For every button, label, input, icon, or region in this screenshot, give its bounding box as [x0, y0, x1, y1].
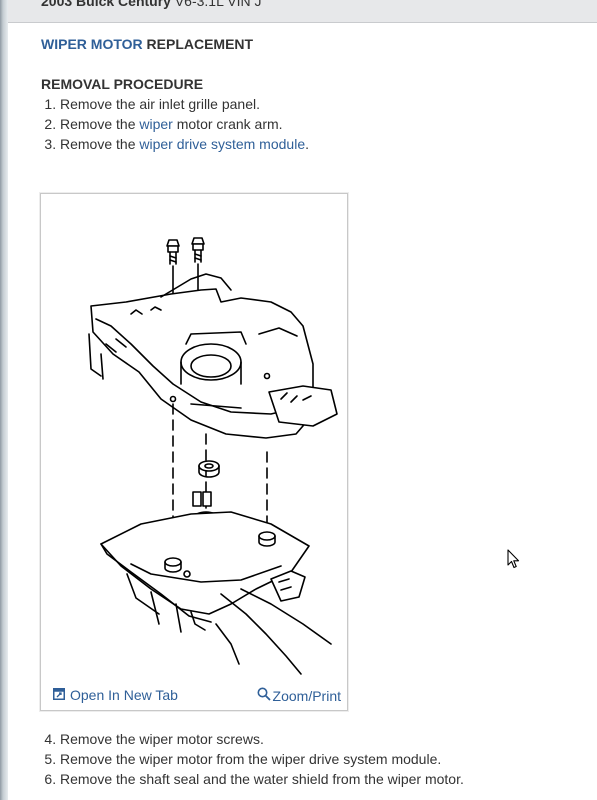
wiper-motor-diagram-figure: Open In New Tab Zoom/Print: [40, 193, 348, 711]
shaft-seal: [198, 460, 220, 478]
step-4: Remove the wiper motor screws.: [60, 729, 581, 749]
step-1-text: Remove the air inlet grille panel.: [60, 96, 260, 112]
wiper-motor-exploded-diagram: [88, 237, 338, 675]
vehicle-title: 2003 Buick Century V6-3.1L VIN J: [41, 0, 261, 9]
procedure-title: REMOVAL PROCEDURE: [41, 76, 204, 92]
section-title-rest: REPLACEMENT: [142, 36, 254, 52]
open-in-new-tab-button[interactable]: Open In New Tab: [53, 687, 178, 703]
section-title: WIPER MOTOR REPLACEMENT: [41, 34, 581, 54]
step-2-text-pre: Remove the: [60, 116, 140, 132]
step-2-text-post: motor crank arm.: [172, 116, 283, 132]
step-5: Remove the wiper motor from the wiper dr…: [60, 749, 581, 769]
zoom-print-label: Zoom/Print: [272, 687, 341, 704]
open-new-tab-icon: [53, 687, 65, 703]
article-content: WIPER MOTOR REPLACEMENT REMOVAL PROCEDUR…: [41, 34, 581, 154]
step-3-text-post: .: [305, 136, 309, 152]
alignment-lines: [172, 403, 268, 555]
window-left-edge: [0, 0, 8, 800]
removal-steps-list-2: Remove the wiper motor screws. Remove th…: [41, 729, 581, 789]
open-in-new-tab-label: Open In New Tab: [70, 687, 178, 703]
vehicle-model: 2003 Buick Century: [41, 0, 171, 9]
step-3-text-pre: Remove the: [60, 136, 140, 152]
removal-steps-continued: Remove the wiper motor screws. Remove th…: [41, 729, 581, 789]
mouse-pointer-icon: [507, 549, 521, 574]
removal-steps-list: Remove the air inlet grille panel. Remov…: [41, 94, 581, 154]
wiper-drive-module-link[interactable]: wiper drive system module: [139, 136, 306, 152]
step-1: Remove the air inlet grille panel.: [60, 94, 581, 114]
wiper-drive-module-bracket: [88, 273, 338, 439]
wiper-motor-link[interactable]: WIPER MOTOR: [41, 36, 143, 52]
wiper-motor: [100, 511, 332, 675]
step-3: Remove the wiper drive system module.: [60, 134, 581, 154]
zoom-print-button[interactable]: Zoom/Print: [257, 687, 341, 704]
figure-footer: Open In New Tab Zoom/Print: [41, 682, 347, 710]
header-bar: 2003 Buick Century V6-3.1L VIN J: [8, 0, 597, 23]
wiper-link[interactable]: wiper: [139, 116, 173, 132]
step-2: Remove the wiper motor crank arm.: [60, 114, 581, 134]
vehicle-engine: V6-3.1L VIN J: [170, 0, 262, 9]
magnifier-icon: [257, 687, 271, 704]
step-6: Remove the shaft seal and the water shie…: [60, 769, 581, 789]
